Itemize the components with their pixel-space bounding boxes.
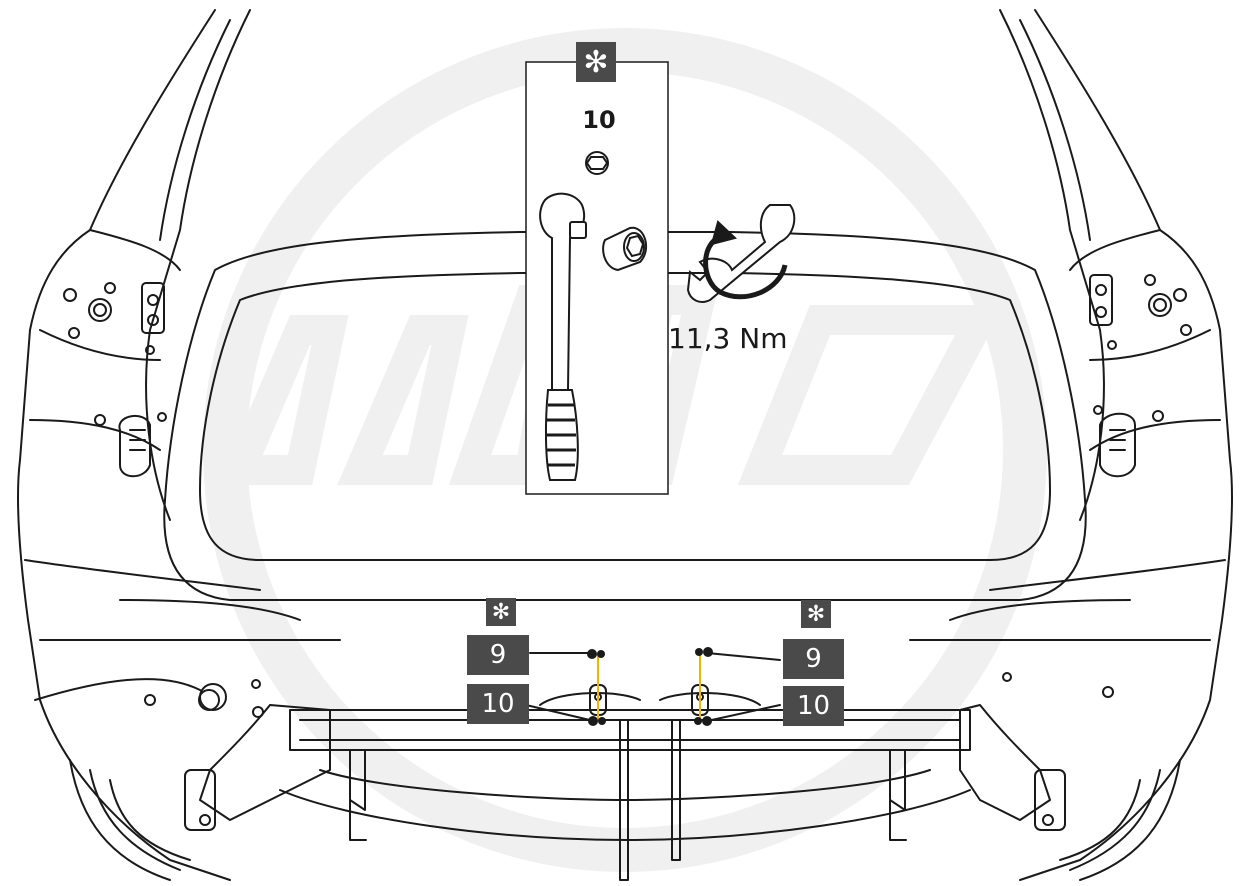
left-part-label-upper: 9 — [467, 635, 529, 675]
right-asterisk-badge: ✻ — [801, 600, 831, 628]
right-wheel — [1034, 759, 1181, 881]
tailgate-opening — [163, 231, 1087, 601]
wrench-tighten-icon — [686, 204, 796, 303]
right-mounting-bracket — [659, 652, 781, 722]
asterisk-icon: ✻ — [583, 44, 609, 80]
right-part-label-upper: 9 — [783, 639, 844, 679]
socket-icon — [602, 226, 648, 272]
socket-size-label: 10 — [582, 106, 616, 134]
hex-nut-icon — [585, 151, 609, 175]
detail-asterisk-badge: ✻ — [576, 42, 616, 82]
tow-bar-crossbeam — [199, 704, 1051, 881]
left-mounting-bracket — [525, 652, 641, 722]
right-part-label-lower: 10 — [783, 686, 844, 726]
left-wheel — [69, 759, 216, 881]
left-asterisk-badge: ✻ — [486, 598, 516, 626]
bolt-nuts — [587, 647, 713, 726]
asterisk-icon: ✻ — [806, 601, 826, 627]
left-body-panel — [17, 9, 341, 881]
torque-wrench-icon — [539, 192, 587, 481]
asterisk-icon: ✻ — [491, 599, 511, 625]
right-body-panel — [909, 9, 1233, 881]
left-part-label-lower: 10 — [467, 684, 529, 724]
torque-value: 11,3 Nm — [668, 322, 788, 355]
